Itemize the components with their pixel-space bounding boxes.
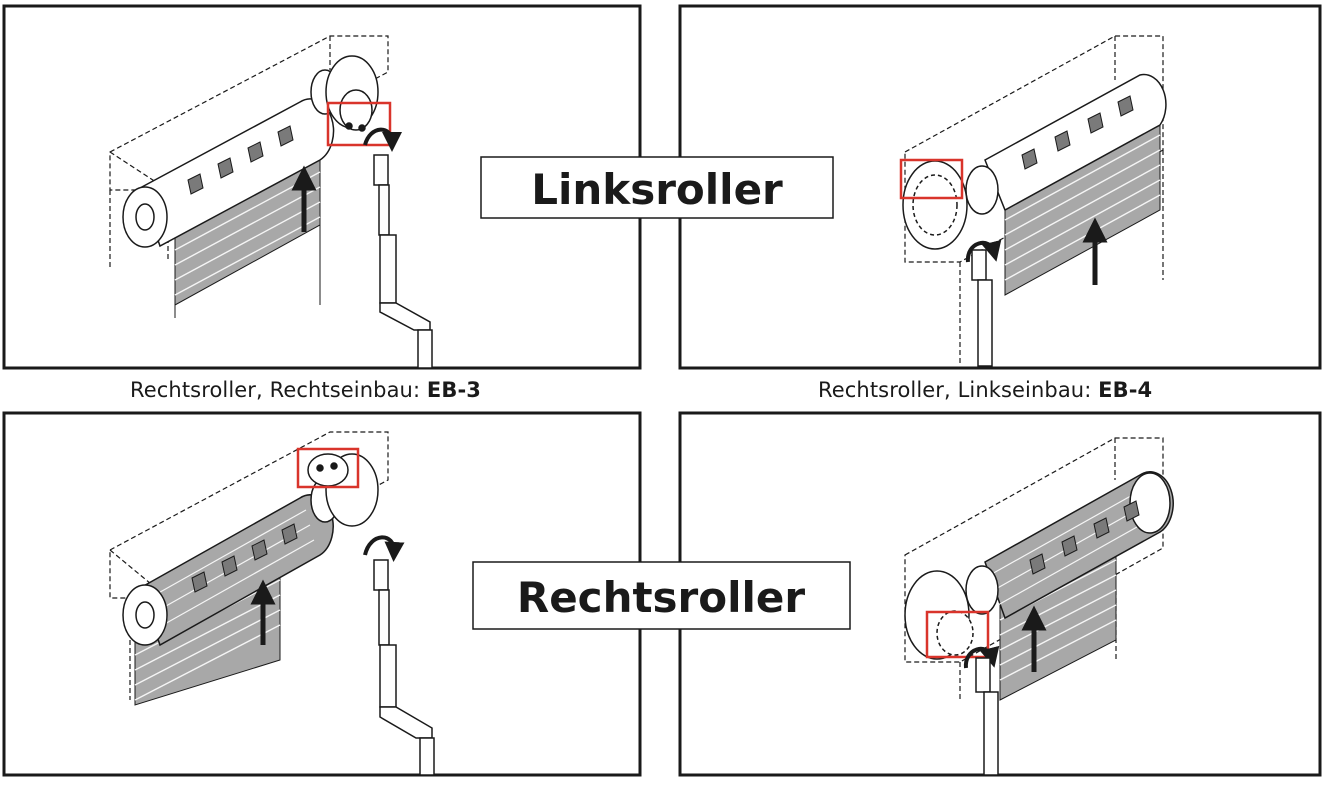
- rotation-arrow: [965, 239, 1002, 263]
- highlight-box: [296, 447, 360, 489]
- banner-bottom: Rechtsroller: [472, 561, 851, 630]
- bearing: [307, 453, 379, 527]
- banner-top: Linksroller: [480, 156, 834, 219]
- caption-right-code: EB-4: [1098, 378, 1153, 402]
- bearing: [904, 565, 999, 660]
- crank-rod: [975, 657, 999, 776]
- banner-bottom-text: Rechtsroller: [517, 573, 806, 622]
- crank-rod: [373, 154, 433, 369]
- rotation-arrow: [363, 535, 405, 562]
- rotation-arrow: [363, 127, 402, 152]
- highlight-box: [899, 158, 964, 200]
- caption-left-code: EB-3: [426, 378, 482, 402]
- caption-left: Rechtsroller, Rechtseinbau: EB-3: [130, 378, 481, 402]
- caption-right-prefix: Rechtsroller, Linkseinbau:: [818, 378, 1099, 402]
- caption-left-prefix: Rechtsroller, Rechtseinbau:: [130, 378, 427, 402]
- roller-tube: [122, 494, 334, 647]
- roller-tube: [122, 98, 335, 248]
- rotation-arrow: [963, 645, 1000, 669]
- panel-bottom-right: [678, 411, 1322, 777]
- bearing: [902, 160, 999, 250]
- roller-tube: [984, 73, 1167, 212]
- shutter-curtain: [999, 544, 1117, 701]
- banner-top-text: Linksroller: [531, 165, 783, 214]
- highlight-box: [326, 101, 392, 147]
- housing-box: [904, 35, 1164, 365]
- crank-rod: [373, 559, 435, 776]
- caption-right: Rechtsroller, Linkseinbau: EB-4: [818, 378, 1152, 402]
- roller-tube: [984, 471, 1174, 620]
- highlight-box: [925, 610, 990, 659]
- crank-rod: [971, 249, 993, 367]
